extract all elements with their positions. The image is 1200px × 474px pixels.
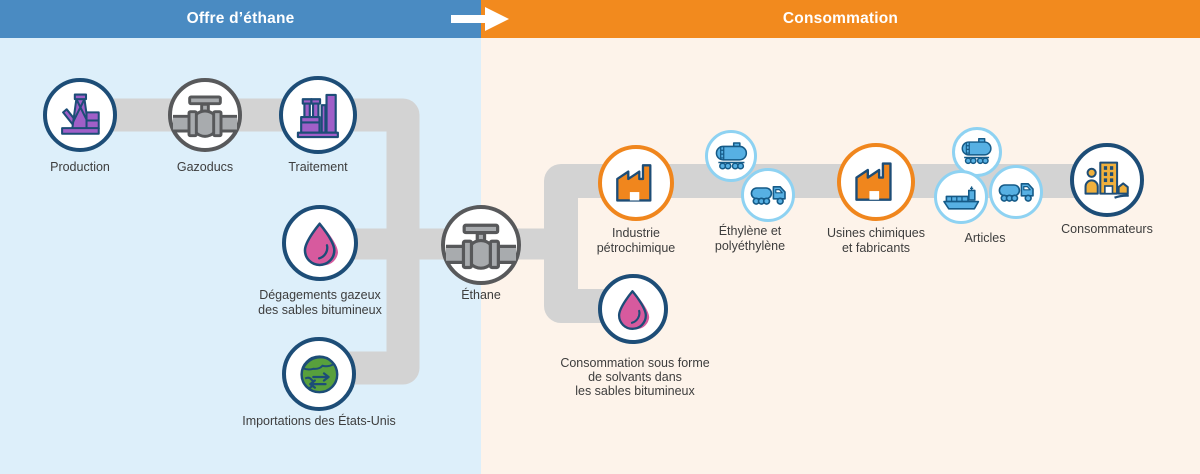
node-ethylene-truck	[741, 168, 795, 222]
node-usines-chimiques	[837, 143, 915, 221]
node-degagements-label: Dégagements gazeux des sables bitumineux	[258, 288, 382, 317]
globe-arrows-icon	[299, 354, 339, 394]
node-production-label: Production	[50, 160, 110, 174]
factory-icon	[855, 162, 892, 201]
node-articles-railcar	[952, 127, 1002, 177]
droplet-icon	[303, 222, 338, 266]
cargo-ship-icon	[942, 186, 979, 210]
node-ethane	[441, 205, 521, 285]
node-importations	[282, 337, 356, 411]
node-consommation-solvants	[598, 274, 668, 344]
consumption-header-title: Consommation	[782, 10, 899, 27]
consumers-city-icon	[1084, 161, 1129, 199]
right-arrow-icon	[451, 7, 509, 31]
tank-truck-icon	[998, 182, 1034, 202]
node-ethane-label: Éthane	[461, 288, 501, 302]
node-solvants-label: Consommation sous forme de solvants dans…	[560, 356, 710, 398]
rail-tank-car-icon	[961, 138, 993, 165]
node-industrie-petrochimique	[598, 145, 674, 221]
node-consommateurs	[1070, 143, 1144, 217]
node-articles-label: Articles	[964, 231, 1006, 245]
node-importations-label: Importations des États-Unis	[242, 414, 396, 428]
supply-header-banner: Offre d’éthane	[0, 0, 481, 38]
node-production	[43, 78, 117, 152]
rail-tank-car-icon	[715, 141, 747, 170]
node-degagements-gazeux	[282, 205, 358, 281]
node-traitement-label: Traitement	[288, 160, 348, 174]
node-traitement	[279, 76, 357, 154]
node-gazoducs	[168, 78, 242, 152]
factory-icon	[615, 164, 652, 202]
node-usines-label: Usines chimiques et fabricants	[827, 226, 925, 255]
droplet-icon	[617, 290, 650, 331]
consumption-background	[481, 38, 1200, 474]
node-industrie-label: Industrie pétrochimique	[596, 226, 676, 255]
node-gazoducs-label: Gazoducs	[176, 160, 234, 174]
supply-header-title: Offre d’éthane	[186, 10, 295, 27]
node-consommateurs-label: Consommateurs	[1061, 222, 1153, 236]
node-ethylene-label: Éthylène et polyéthylène	[714, 224, 786, 253]
node-ethylene-railcar	[705, 130, 757, 182]
oil-derrick-icon	[60, 93, 100, 135]
pipeline-valve-icon	[446, 223, 516, 270]
pipeline-valve-icon	[172, 95, 237, 138]
tank-truck-icon	[750, 185, 786, 205]
node-articles-ship	[934, 170, 988, 224]
consumption-header-banner: Consommation	[481, 0, 1200, 38]
node-articles-truck	[989, 165, 1043, 219]
processing-plant-icon	[296, 93, 340, 139]
